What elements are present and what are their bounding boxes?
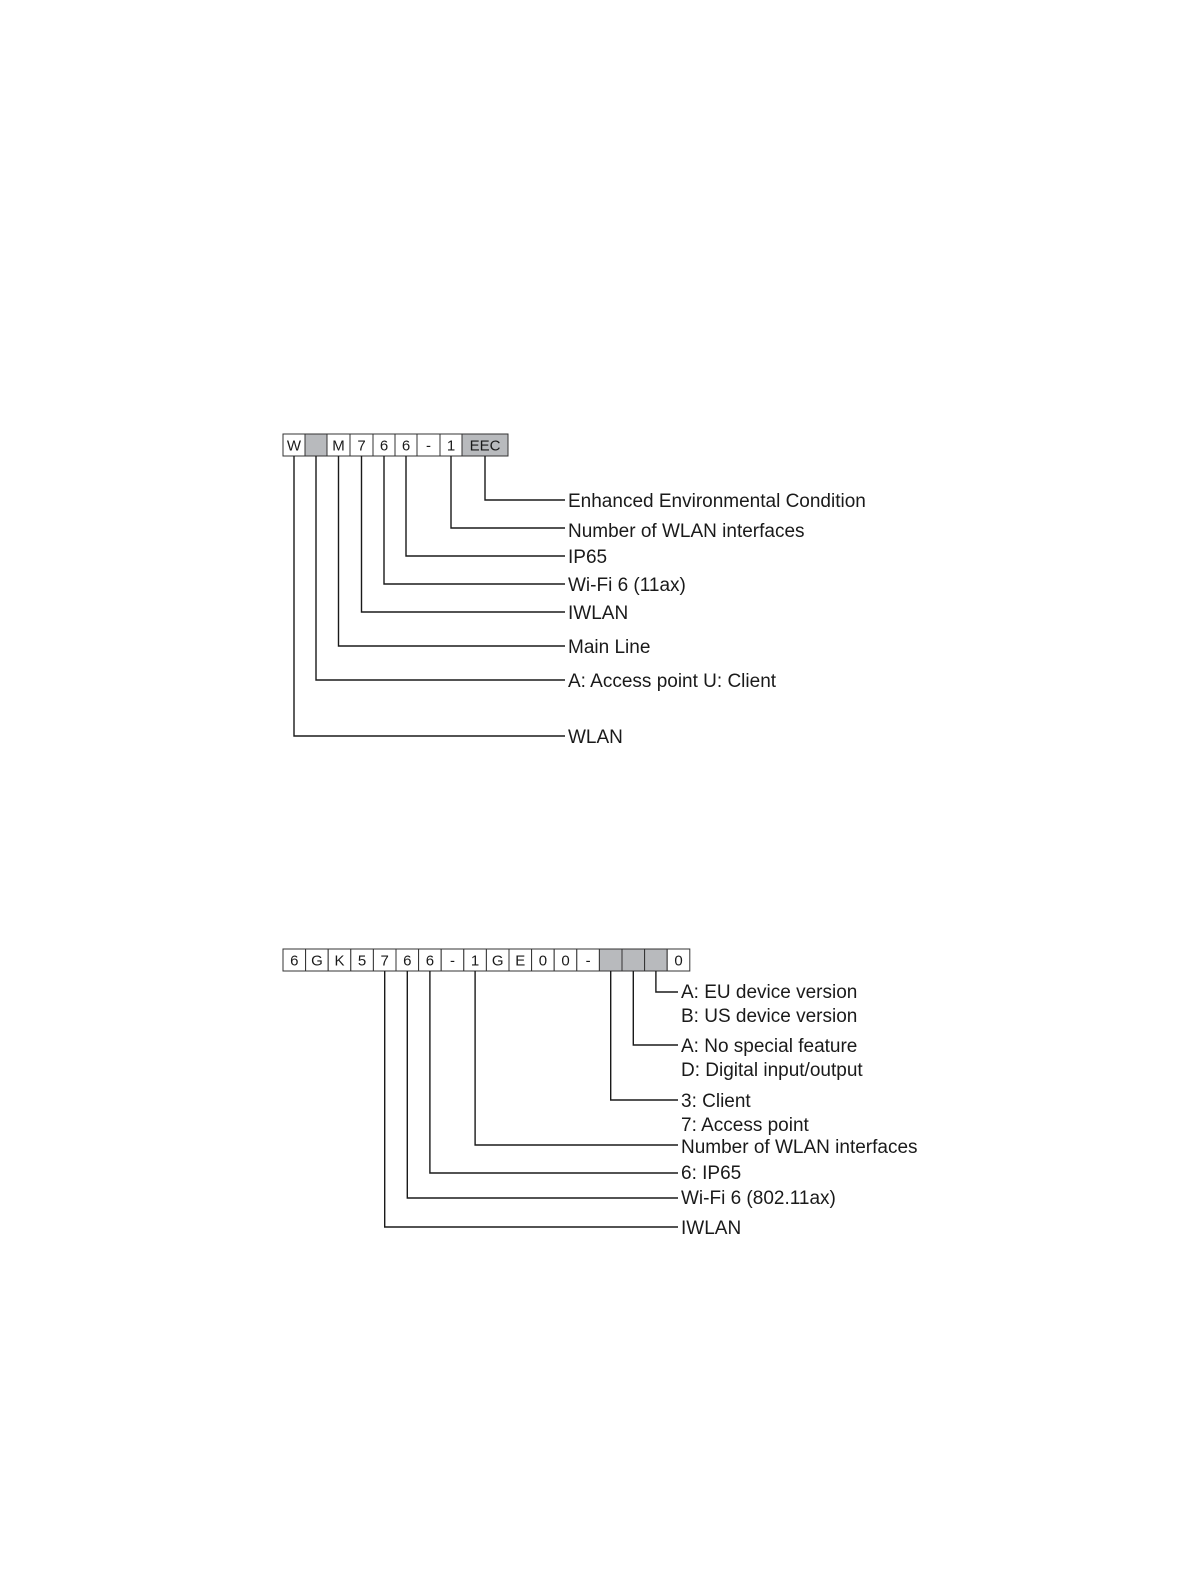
leader-line xyxy=(484,456,565,501)
leader-line xyxy=(474,971,678,1146)
leader-line xyxy=(405,456,565,557)
field-label: 7: Access point xyxy=(681,1115,810,1136)
code-cell-text: 6 xyxy=(426,953,434,970)
field-label: A: Access point U: Client xyxy=(568,671,777,692)
code-cell-text: 0 xyxy=(674,953,682,970)
field-label: Enhanced Environmental Condition xyxy=(568,491,866,512)
code-cell-text: - xyxy=(426,438,431,455)
field-label: B: US device version xyxy=(681,1006,857,1027)
code-cell xyxy=(304,433,328,457)
code-cell-text: - xyxy=(450,953,455,970)
field-label: Number of WLAN interfaces xyxy=(568,521,805,542)
code-cell xyxy=(644,948,668,972)
field-label: Wi-Fi 6 (802.11ax) xyxy=(681,1188,836,1209)
code-cell xyxy=(598,948,623,972)
leader-line xyxy=(360,456,565,613)
code-cell-text: 5 xyxy=(358,953,366,970)
field-label: Main Line xyxy=(568,637,650,658)
leader-line xyxy=(315,456,565,681)
code-cell-text: G xyxy=(492,953,504,970)
leader-line xyxy=(337,456,565,647)
leader-line xyxy=(293,456,565,737)
code-cell-text: G xyxy=(311,953,323,970)
code-cell-text: 6 xyxy=(402,438,410,455)
code-cell xyxy=(621,948,646,972)
code-cell-text: 6 xyxy=(290,953,298,970)
code-cell-text: EEC xyxy=(470,438,501,455)
field-label: Wi-Fi 6 (11ax) xyxy=(568,575,686,596)
code-cell-text: 7 xyxy=(381,953,389,970)
code-cell xyxy=(666,948,691,972)
field-label: Number of WLAN interfaces xyxy=(681,1137,918,1158)
code-cell-text: 0 xyxy=(539,953,547,970)
field-label: IP65 xyxy=(568,547,607,568)
code-cell-text: M xyxy=(332,438,345,455)
field-label: 3: Client xyxy=(681,1091,751,1112)
code-cell-text: 6 xyxy=(380,438,388,455)
field-label: 6: IP65 xyxy=(681,1163,741,1184)
leader-line xyxy=(450,456,565,529)
field-label: A: EU device version xyxy=(681,982,857,1003)
leader-line xyxy=(384,971,678,1228)
field-label: WLAN xyxy=(568,727,623,748)
leader-line xyxy=(429,971,678,1174)
code-cell-text: 6 xyxy=(403,953,411,970)
field-label: IWLAN xyxy=(568,603,628,624)
code-cell-text: K xyxy=(334,953,344,970)
leader-line xyxy=(383,456,565,585)
leader-line xyxy=(632,971,678,1046)
field-label: D: Digital input/output xyxy=(681,1060,863,1081)
code-cell-text: E xyxy=(515,953,525,970)
leader-line xyxy=(406,971,678,1199)
code-cell-text: W xyxy=(287,438,302,455)
leader-line xyxy=(655,971,678,993)
code-cell-text: 0 xyxy=(561,953,569,970)
code-cell-text: 1 xyxy=(447,438,455,455)
code-cell-text: 7 xyxy=(357,438,365,455)
code-cell-text: - xyxy=(586,953,591,970)
field-label: IWLAN xyxy=(681,1218,741,1239)
leader-line xyxy=(610,971,678,1101)
code-cell-text: 1 xyxy=(471,953,479,970)
field-label: A: No special feature xyxy=(681,1036,857,1057)
